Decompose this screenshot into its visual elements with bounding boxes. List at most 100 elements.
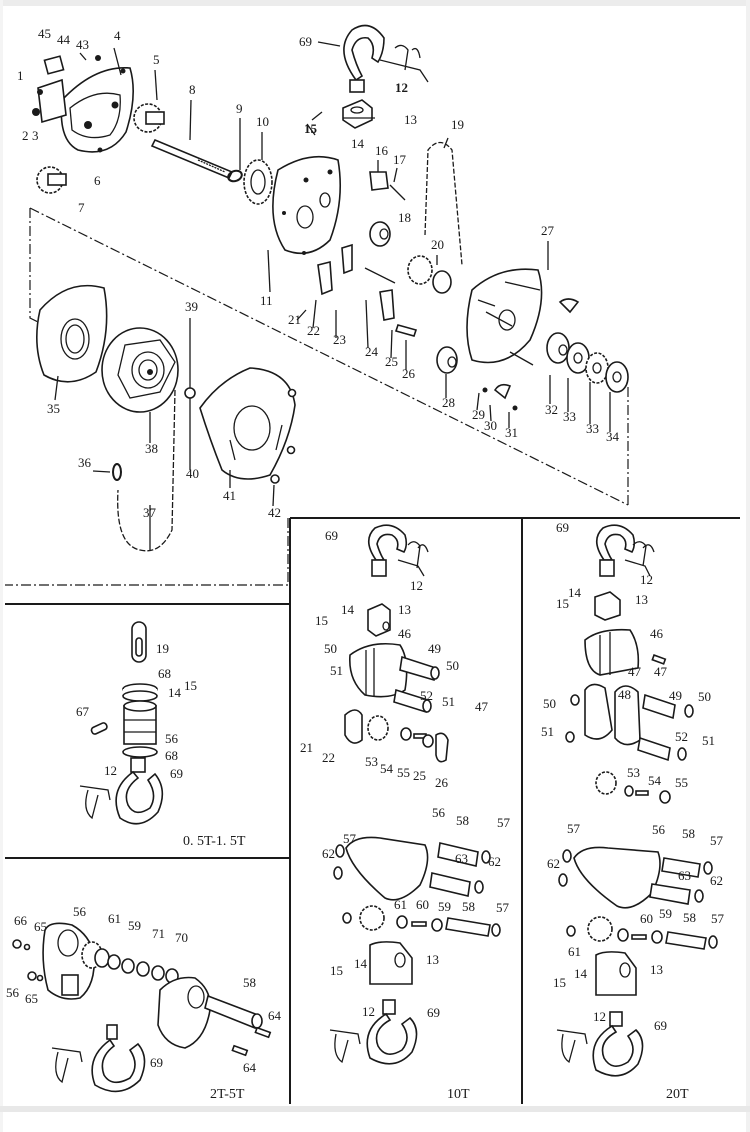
panel-20T-label-15: 15 — [553, 975, 566, 990]
part-guard-41 — [199, 367, 296, 480]
main-part-label-10: 10 — [256, 114, 269, 129]
part-gear-10 — [243, 159, 273, 205]
panel-10T-label-62: 62 — [322, 846, 335, 861]
panel-2T-5T-label-56: 56 — [73, 904, 87, 919]
panel-10T-label-54: 54 — [380, 761, 394, 776]
panel-20T-label-51: 51 — [541, 724, 554, 739]
part-shaft-8 — [150, 138, 234, 180]
panel-10T-label-25: 25 — [413, 768, 426, 783]
part-side-plate-11 — [272, 155, 342, 255]
panel-10T-label-57: 57 — [496, 900, 510, 915]
panel-10t-parts — [329, 524, 501, 1065]
panel-0.5T-1.5T-label-12: 12 — [104, 763, 117, 778]
panel-10T-label-50: 50 — [446, 658, 459, 673]
part-hand-wheel-38 — [101, 327, 179, 413]
part-gear-5 — [133, 103, 165, 133]
main-part-label-7: 7 — [78, 200, 85, 215]
part-load-chain-19 — [424, 141, 463, 266]
panel-10T-label-12: 12 — [362, 1004, 375, 1019]
main-part-label-40: 40 — [186, 466, 199, 481]
panel-0.5T-1.5T-label-15: 15 — [184, 678, 197, 693]
panel-20T-label-53: 53 — [627, 765, 640, 780]
part-nut-42 — [270, 388, 297, 484]
bottom-edge — [0, 1106, 750, 1112]
top-edge — [0, 0, 750, 6]
panel-20T-label-62: 62 — [710, 873, 723, 888]
panel-20T-label-52: 52 — [675, 729, 688, 744]
panel-20T-label-47: 47 — [654, 664, 668, 679]
panel-10T-label-58: 58 — [456, 813, 469, 828]
main-part-label-42: 42 — [268, 505, 281, 520]
panel-20T-label-57: 57 — [567, 821, 581, 836]
main-part-label-12: 12 — [395, 80, 408, 95]
main-part-label-30: 30 — [484, 418, 497, 433]
main-part-label-21: 21 — [288, 312, 301, 327]
panel-20T-label-60: 60 — [640, 911, 653, 926]
panel-20T-label-55: 55 — [675, 775, 688, 790]
panel-20T-label-50: 50 — [698, 689, 711, 704]
part-pawl-16 — [369, 171, 389, 191]
panel-10T-label-58: 58 — [462, 899, 475, 914]
panel-20T-label-58: 58 — [682, 826, 695, 841]
panel-20T-label-46: 46 — [650, 626, 664, 641]
panel-10T-label-12: 12 — [410, 578, 423, 593]
main-part-label-5: 5 — [153, 52, 160, 67]
main-part-label-35: 35 — [47, 401, 60, 416]
panel-2T-5T-label-69: 69 — [150, 1055, 163, 1070]
leader-line — [272, 484, 275, 507]
main-part-label-23: 23 — [333, 332, 346, 347]
panel-10T-label-60: 60 — [416, 897, 429, 912]
panel-0.5T-1.5T-label-67: 67 — [76, 704, 90, 719]
panel-10T-label-69: 69 — [427, 1005, 440, 1020]
panel-20t-parts — [556, 524, 718, 1077]
part-end-cover-4 — [32, 55, 134, 153]
panel-2T-5T-label-64: 64 — [243, 1060, 257, 1075]
main-part-label-38: 38 — [145, 441, 158, 456]
part-block-13 — [342, 99, 373, 129]
main-part-label-69: 69 — [299, 34, 312, 49]
panel-2T-5T-label-58: 58 — [243, 975, 256, 990]
panel-10T-label-57: 57 — [343, 831, 357, 846]
panel-20T-label-15: 15 — [556, 596, 569, 611]
panel-20T-label-56: 56 — [652, 822, 666, 837]
part-ring-9 — [227, 169, 243, 183]
panel-10T-label-56: 56 — [432, 805, 446, 820]
main-part-label-31: 31 — [505, 425, 518, 440]
panel-20T-label-57: 57 — [710, 833, 724, 848]
guide — [29, 208, 43, 325]
guide — [5, 518, 289, 586]
main-part-label-8: 8 — [189, 82, 196, 97]
panel-10T-label-47: 47 — [475, 699, 489, 714]
main-part-label-34: 34 — [606, 429, 620, 444]
part-bracket-23-25 — [317, 243, 418, 337]
main-part-label-18: 18 — [398, 210, 411, 225]
panel-0.5T-1.5T-label-56: 56 — [165, 731, 179, 746]
part-link-36 — [112, 463, 122, 481]
leader-line — [267, 249, 271, 293]
leader-line — [476, 392, 480, 411]
main-part-label-25: 25 — [385, 354, 398, 369]
panel-20T-label-69: 69 — [654, 1018, 667, 1033]
panel-10T-label-46: 46 — [398, 626, 412, 641]
panel-2T-5T-label-70: 70 — [175, 930, 188, 945]
panel-10T-label-22: 22 — [322, 750, 335, 765]
panel-20T-label-51: 51 — [702, 733, 715, 748]
panel-caption-2T-5T: 2T-5T — [210, 1087, 245, 1102]
panel-20T-label-14: 14 — [574, 966, 588, 981]
leader-line — [54, 375, 59, 401]
panel-10T-label-61: 61 — [394, 897, 407, 912]
main-part-label-17: 17 — [393, 152, 407, 167]
main-part-label-16: 16 — [375, 143, 389, 158]
leader-line — [312, 299, 317, 329]
panel-10T-label-59: 59 — [438, 899, 451, 914]
leader-line — [443, 137, 449, 149]
leader-line — [317, 41, 341, 47]
panel-10T-label-51: 51 — [442, 694, 455, 709]
panel-05t-15t-parts — [79, 621, 164, 825]
panel-10T-label-49: 49 — [428, 641, 441, 656]
main-part-label-32: 32 — [545, 402, 558, 417]
panel-10T-label-50: 50 — [324, 641, 337, 656]
